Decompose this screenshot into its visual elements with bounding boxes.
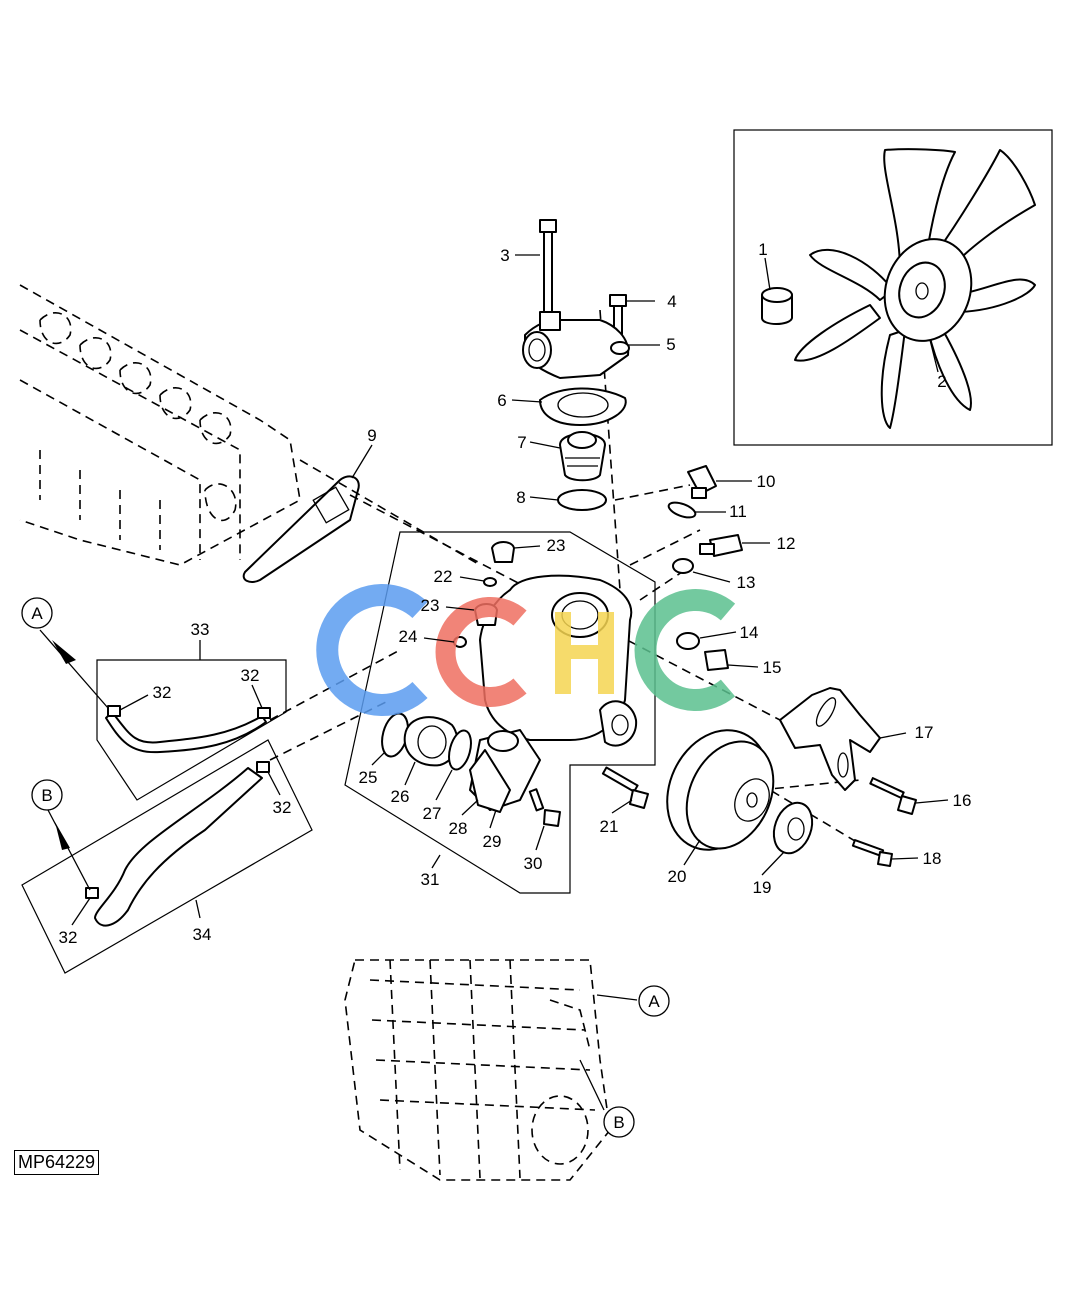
- callout-a-right: [638, 985, 670, 1017]
- bolt-4: [609, 294, 627, 335]
- label-26: 26: [391, 787, 410, 806]
- plug-15: [704, 649, 729, 671]
- hose-34: [94, 767, 263, 927]
- hose-33: [105, 711, 267, 754]
- o-ring-8: [557, 489, 607, 511]
- sender-10: [687, 465, 717, 499]
- label-11: 11: [729, 502, 747, 521]
- hub-19: [772, 801, 814, 855]
- label-21: 21: [600, 817, 619, 836]
- label-5: 5: [666, 335, 675, 354]
- callout-a-left-label: A: [31, 604, 43, 623]
- cylinder-head: [19, 284, 301, 566]
- clamp-32a: [107, 705, 121, 717]
- label-2: 2: [937, 372, 946, 391]
- fan-spacer: [761, 287, 793, 325]
- fan-inset-box: [733, 129, 1053, 446]
- gasket-6: [539, 387, 627, 426]
- label-28: 28: [449, 819, 468, 838]
- label-14: 14: [740, 623, 759, 642]
- thermostat-7: [559, 431, 606, 482]
- label-20: 20: [668, 867, 687, 886]
- callout-b-left: [31, 779, 63, 811]
- watermark-c3: [634, 589, 736, 711]
- pulley-20: [666, 729, 775, 851]
- label-15: 15: [763, 658, 782, 677]
- watermark-c2: [435, 597, 527, 707]
- label-32a: 32: [153, 683, 172, 702]
- label-8: 8: [516, 488, 525, 507]
- watermark-h: [555, 612, 614, 694]
- bolt-22: [483, 577, 497, 587]
- gasket-28: [469, 749, 511, 813]
- callout-a-left: [21, 597, 53, 629]
- callout-b-right-label: B: [613, 1113, 624, 1132]
- label-1: 1: [758, 240, 767, 259]
- label-3: 3: [500, 246, 509, 265]
- clamp-32d: [85, 887, 99, 899]
- callout-a-right-label: A: [648, 992, 660, 1011]
- label-10: 10: [757, 472, 776, 491]
- washer-11: [667, 501, 697, 519]
- fan: [794, 148, 1036, 429]
- label-9: 9: [367, 426, 376, 445]
- clamp-32c: [256, 761, 270, 773]
- fitting-23a: [491, 541, 515, 563]
- bolt-16: [869, 777, 917, 815]
- bracket-17: [779, 687, 881, 791]
- label-25: 25: [359, 768, 378, 787]
- bolt-18: [851, 839, 893, 867]
- label-16: 16: [953, 791, 972, 810]
- label-23a: 23: [547, 536, 566, 555]
- sender-12: [699, 534, 743, 557]
- label-7: 7: [517, 433, 526, 452]
- engine-block: [344, 959, 611, 1181]
- hose-33-box: [96, 659, 287, 801]
- label-32b: 32: [241, 666, 260, 685]
- hose-34-box: [21, 739, 313, 974]
- label-32c: 32: [273, 798, 292, 817]
- figure-code: MP64229: [14, 1150, 100, 1175]
- label-4: 4: [667, 292, 676, 311]
- callout-b-right: [603, 1106, 635, 1138]
- label-12: 12: [777, 534, 796, 553]
- watermark-c1: [316, 584, 428, 716]
- watermark: [316, 584, 736, 716]
- label-33: 33: [191, 620, 210, 639]
- label-29: 29: [483, 832, 502, 851]
- callout-b-left-label: B: [41, 786, 52, 805]
- bolt-3: [539, 219, 557, 313]
- label-31: 31: [421, 870, 440, 889]
- label-30: 30: [524, 854, 543, 873]
- bolt-21: [601, 766, 649, 809]
- label-24: 24: [399, 627, 418, 646]
- label-32d: 32: [59, 928, 78, 947]
- thermostat-cover-5: [522, 311, 630, 379]
- label-34: 34: [193, 925, 212, 944]
- label-23b: 23: [421, 596, 440, 615]
- washer-14: [676, 632, 700, 650]
- label-17: 17: [915, 723, 934, 742]
- clamp-32b: [257, 707, 271, 719]
- label-13: 13: [737, 573, 756, 592]
- washer-13: [672, 558, 694, 574]
- label-18: 18: [923, 849, 942, 868]
- bolt-30: [528, 788, 561, 827]
- water-pump-box-31: [344, 531, 656, 894]
- gasket-9: [242, 475, 360, 583]
- o-ring-27: [448, 729, 472, 771]
- label-19: 19: [753, 878, 772, 897]
- label-22: 22: [434, 567, 453, 586]
- label-27: 27: [423, 804, 442, 823]
- label-6: 6: [497, 391, 506, 410]
